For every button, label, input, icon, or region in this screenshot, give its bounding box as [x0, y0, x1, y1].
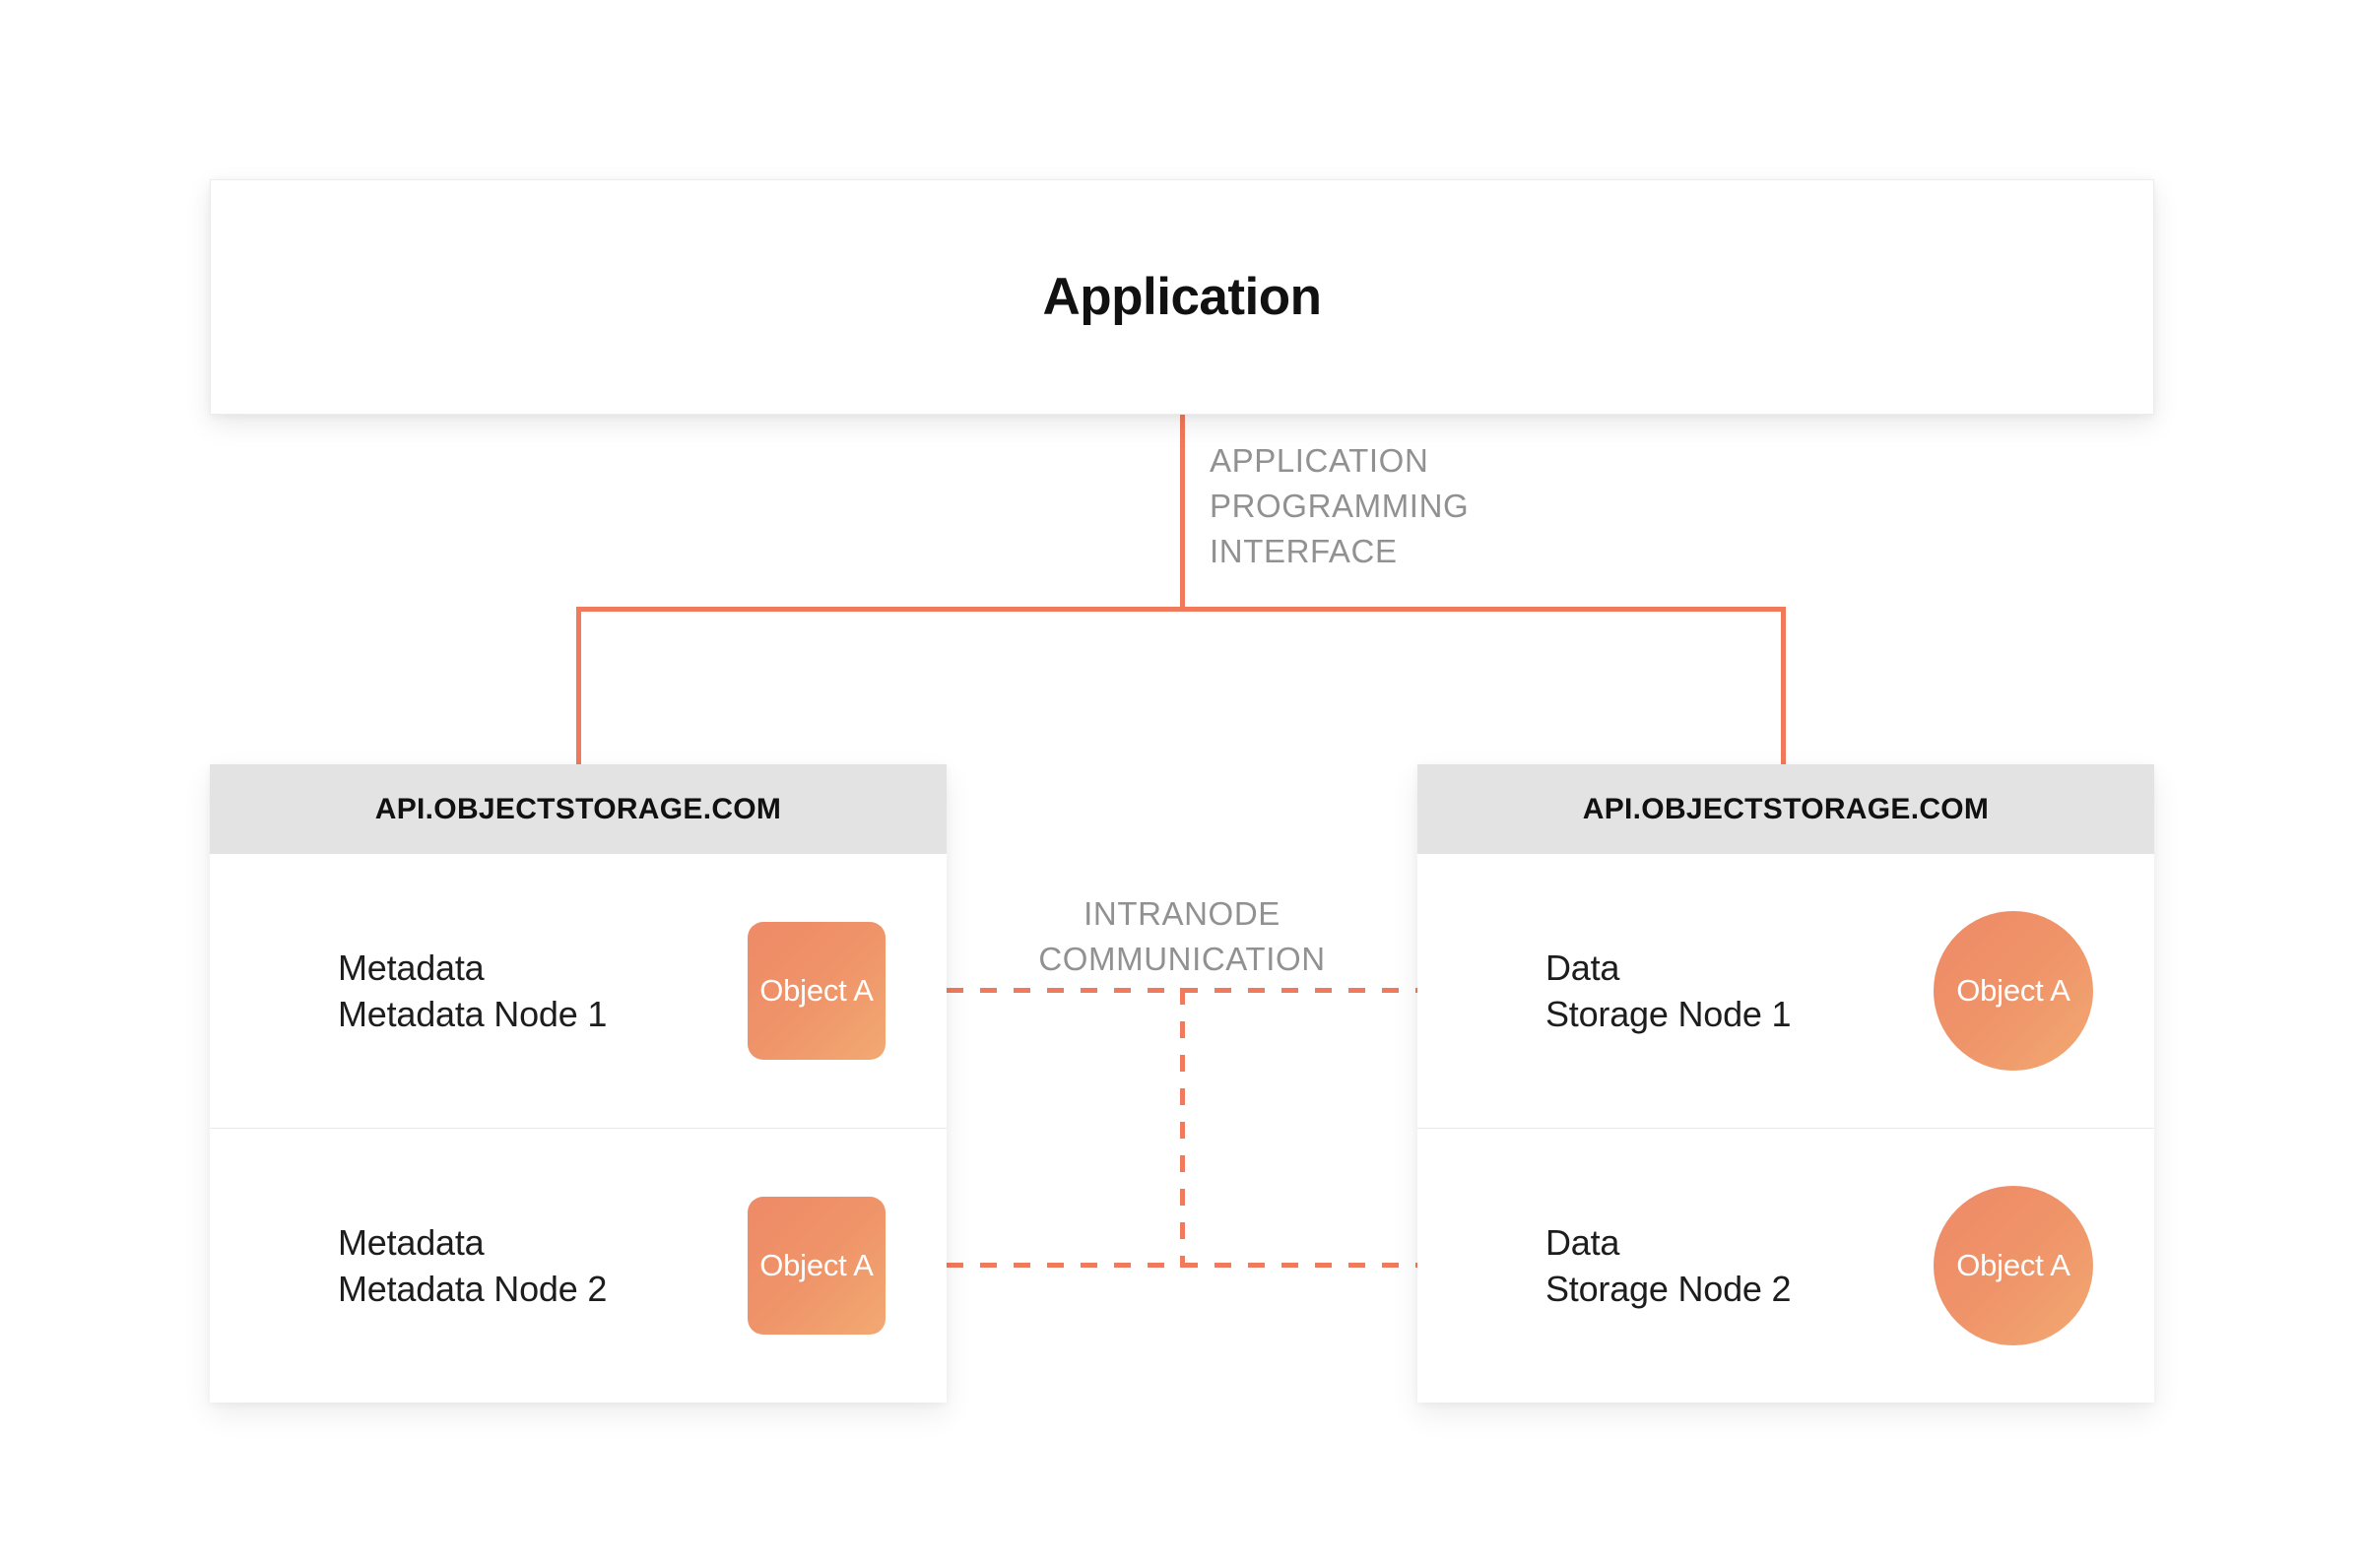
node-label: Metadata Metadata Node 2	[338, 1222, 608, 1309]
api-connector-stem	[1180, 415, 1185, 610]
node-row: Data Storage Node 2 Object A	[1417, 1128, 2154, 1403]
object-a-badge: Object A	[1934, 1186, 2093, 1345]
node-label: Data Storage Node 2	[1545, 1222, 1792, 1309]
api-connector-crossbar	[576, 607, 1786, 612]
application-box: Application	[210, 179, 2154, 415]
card-body: Metadata Metadata Node 1 Object A Metada…	[210, 854, 947, 1403]
object-a-badge: Object A	[1934, 911, 2093, 1071]
card-storage-nodes: API.OBJECTSTORAGE.COM Data Storage Node …	[1417, 764, 2154, 1403]
node-row: Metadata Metadata Node 1 Object A	[210, 854, 947, 1128]
intranode-label: INTRANODE COMMUNICATION	[1038, 895, 1326, 977]
api-connector-label: APPLICATION PROGRAMMING INTERFACE	[1210, 442, 1470, 569]
card-metadata-nodes: API.OBJECTSTORAGE.COM Metadata Metadata …	[210, 764, 947, 1403]
node-row: Metadata Metadata Node 2 Object A	[210, 1128, 947, 1403]
card-header-title: API.OBJECTSTORAGE.COM	[1582, 792, 1990, 825]
object-a-badge: Object A	[748, 922, 886, 1060]
api-connector-right-drop	[1781, 607, 1786, 768]
card-header-title: API.OBJECTSTORAGE.COM	[374, 792, 782, 825]
node-label: Data Storage Node 1	[1545, 947, 1792, 1034]
intranode-line-vertical	[1180, 988, 1185, 1268]
card-header: API.OBJECTSTORAGE.COM	[1417, 764, 2154, 854]
card-body: Data Storage Node 1 Object A Data Storag…	[1417, 854, 2154, 1403]
node-row: Data Storage Node 1 Object A	[1417, 854, 2154, 1128]
card-header: API.OBJECTSTORAGE.COM	[210, 764, 947, 854]
node-label: Metadata Metadata Node 1	[338, 947, 608, 1034]
application-title: Application	[1042, 268, 1322, 326]
api-connector-left-drop	[576, 607, 581, 768]
object-a-badge: Object A	[748, 1197, 886, 1335]
